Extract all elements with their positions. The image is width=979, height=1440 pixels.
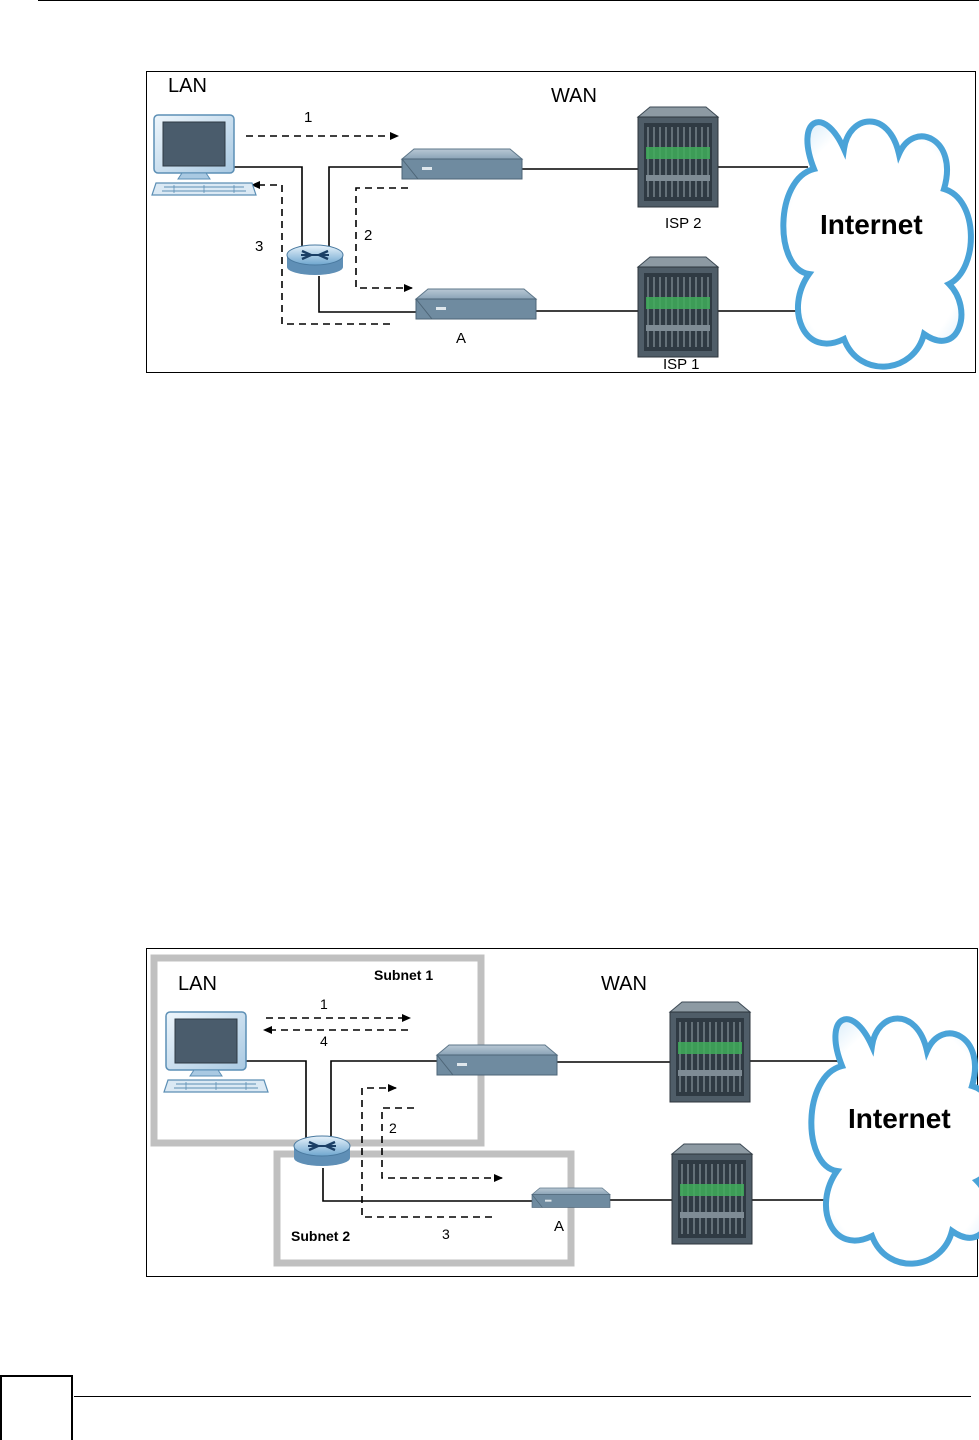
- router-a-label: A: [456, 330, 466, 347]
- wan-label: WAN: [551, 85, 597, 107]
- isp-bottom-server-icon: [672, 1144, 752, 1244]
- internet-cloud-icon: [783, 122, 971, 367]
- isp-bottom-server-icon: [638, 257, 718, 357]
- lan-label: LAN: [178, 973, 217, 995]
- step-3-label: 3: [442, 1226, 450, 1242]
- step-2-label: 2: [389, 1120, 397, 1136]
- footer-rule: [74, 1396, 971, 1397]
- step-2-label: 2: [364, 227, 372, 244]
- isp-top-label: ISP 2: [665, 215, 701, 232]
- wan-device-top-icon: [437, 1045, 557, 1075]
- page-number-box: [0, 1375, 73, 1440]
- isp-top-server-icon: [670, 1002, 750, 1102]
- step-3-label: 3: [255, 238, 263, 255]
- wan-device-top-icon: [402, 149, 522, 179]
- header-rule: [38, 0, 979, 1]
- internet-cloud-icon: [811, 1019, 979, 1264]
- wan-device-a-icon: [416, 289, 536, 319]
- step-4-label: 4: [320, 1033, 328, 1049]
- wan-device-a-icon: [532, 1188, 610, 1208]
- diagram-single-subnet: LAN WAN 1 2 3 A ISP 2 ISP 1 Internet: [146, 71, 976, 379]
- lan-label: LAN: [168, 75, 207, 97]
- router-a-label: A: [554, 1218, 564, 1235]
- router-icon: [294, 1136, 350, 1166]
- router-icon: [287, 245, 343, 275]
- isp-top-server-icon: [638, 107, 718, 207]
- internet-label: Internet: [848, 1103, 951, 1134]
- isp-bottom-label: ISP 1: [663, 356, 699, 373]
- step-1-label: 1: [304, 109, 312, 126]
- wan-label: WAN: [601, 973, 647, 995]
- subnet-1-label: Subnet 1: [374, 967, 433, 983]
- subnet-2-label: Subnet 2: [291, 1228, 350, 1244]
- step-1-label: 1: [320, 996, 328, 1012]
- internet-label: Internet: [820, 209, 923, 240]
- diagram-two-subnets: LAN Subnet 1 WAN 1 4 2 3 Subnet 2 A Inte…: [146, 948, 979, 1283]
